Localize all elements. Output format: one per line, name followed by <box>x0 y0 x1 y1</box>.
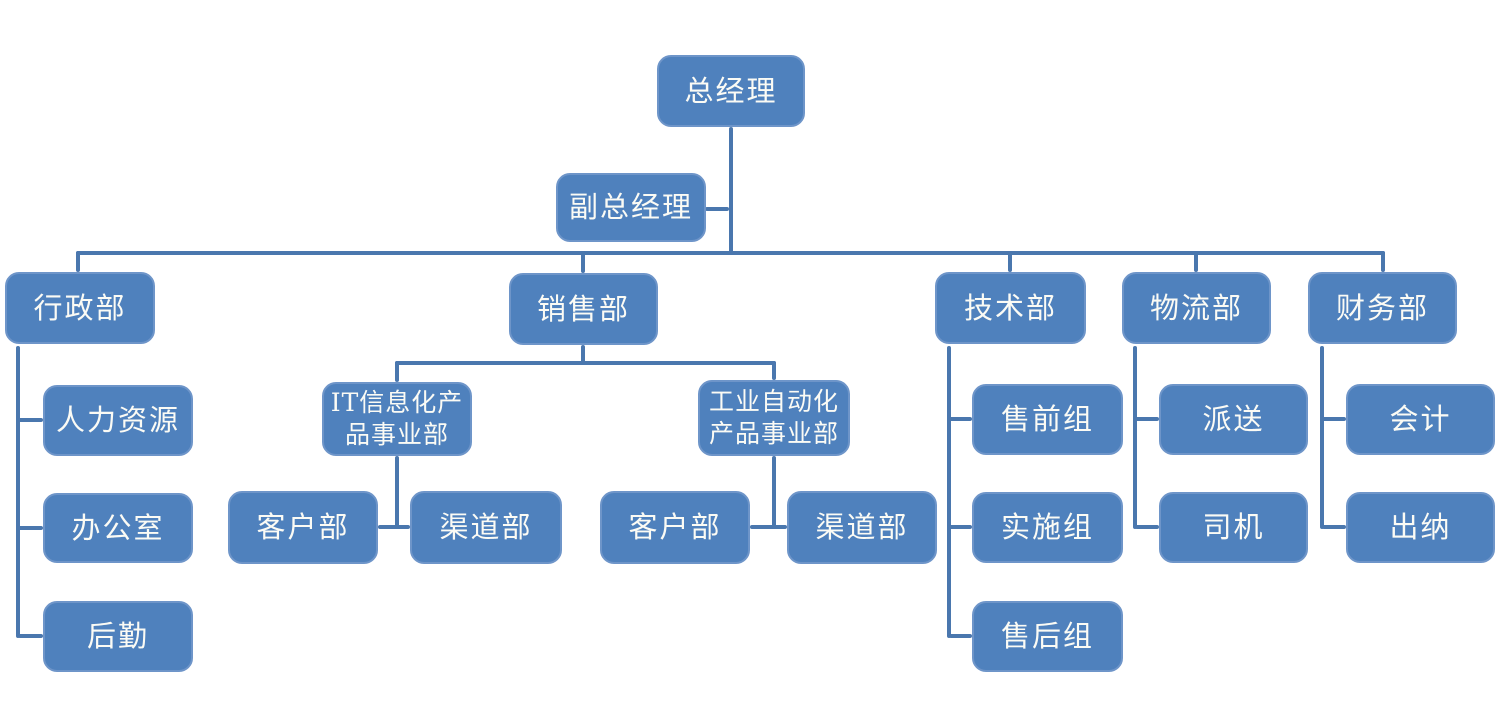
connector-stub-accounting <box>1322 417 1346 421</box>
org-node-admin-dept: 行政部 <box>5 272 155 344</box>
connector-stub-cashier <box>1322 525 1346 529</box>
connector-ia-children-bar <box>750 525 787 529</box>
connector-finance-rail <box>1320 346 1324 529</box>
org-node-label: 出纳 <box>1389 510 1452 545</box>
org-node-driver: 司机 <box>1159 492 1308 563</box>
org-node-label: 财务部 <box>1335 290 1429 325</box>
org-node-it-products-division: IT信息化产 品事业部 <box>322 382 472 456</box>
org-node-presales-group: 售前组 <box>972 384 1123 455</box>
connector-stub-presales <box>949 417 972 421</box>
connector-drop-tech <box>1008 251 1012 272</box>
connector-it-division-down <box>395 456 399 527</box>
org-node-implementation-group: 实施组 <box>972 492 1123 563</box>
org-node-label: 总经理 <box>684 73 778 108</box>
org-node-logistics-dept: 物流部 <box>1122 272 1271 344</box>
org-node-finance-dept: 财务部 <box>1308 272 1457 344</box>
org-node-support: 后勤 <box>43 601 193 672</box>
org-node-industrial-automation-division: 工业自动化 产品事业部 <box>698 380 850 456</box>
org-node-label: 售后组 <box>1000 619 1094 654</box>
org-node-label: 物流部 <box>1149 290 1243 325</box>
org-node-delivery: 派送 <box>1159 384 1308 455</box>
connector-drop-sales <box>581 251 585 273</box>
org-node-label: 会计 <box>1389 402 1452 437</box>
org-node-label: 司机 <box>1202 510 1265 545</box>
org-node-channel-dept-ia: 渠道部 <box>787 491 937 564</box>
org-node-customer-dept-ia: 客户部 <box>600 491 750 564</box>
connector-stub-driver <box>1135 525 1159 529</box>
connector-ia-division-down <box>772 456 776 527</box>
connector-drop-it-division <box>395 361 399 382</box>
connector-drop-finance <box>1381 251 1385 272</box>
org-node-accounting: 会计 <box>1346 384 1495 455</box>
connector-stub-office <box>18 526 43 530</box>
org-node-deputy-general-manager: 副总经理 <box>556 173 706 242</box>
org-node-label: 行政部 <box>33 290 127 325</box>
connector-sales-subline <box>395 361 776 365</box>
org-node-aftersales-group: 售后组 <box>972 601 1123 672</box>
connector-stub-delivery <box>1135 417 1159 421</box>
org-node-label: 客户部 <box>256 510 350 545</box>
connector-logistics-rail <box>1133 346 1137 529</box>
connector-gm-trunk <box>729 127 733 255</box>
org-node-label: 销售部 <box>536 291 630 326</box>
org-node-tech-dept: 技术部 <box>935 272 1086 344</box>
connector-deputy-stub <box>705 207 729 211</box>
connector-stub-implementation <box>949 525 972 529</box>
org-node-label: 技术部 <box>963 290 1057 325</box>
org-node-label: 副总经理 <box>568 190 693 225</box>
org-node-human-resources: 人力资源 <box>43 385 193 456</box>
org-node-label: 售前组 <box>1000 402 1094 437</box>
org-node-label: 后勤 <box>86 619 149 654</box>
org-node-channel-dept-it: 渠道部 <box>410 491 562 564</box>
connector-stub-aftersales <box>949 634 972 638</box>
org-node-label: 客户部 <box>628 510 722 545</box>
org-node-label: 渠道部 <box>439 510 533 545</box>
org-node-general-manager: 总经理 <box>657 55 805 127</box>
connector-main-horizontal <box>76 251 1385 255</box>
connector-drop-ia-division <box>772 361 776 380</box>
connector-tech-rail <box>947 346 951 638</box>
connector-sales-down <box>581 345 585 363</box>
org-node-office: 办公室 <box>43 493 193 563</box>
connector-it-children-bar <box>378 525 410 529</box>
connector-admin-rail <box>16 346 20 638</box>
org-node-label: 派送 <box>1202 402 1265 437</box>
org-node-label: 实施组 <box>1000 510 1094 545</box>
org-node-cashier: 出纳 <box>1346 492 1495 563</box>
org-node-label: IT信息化产 品事业部 <box>330 387 464 450</box>
org-node-label: 工业自动化 产品事业部 <box>708 386 839 449</box>
connector-stub-hr <box>18 418 43 422</box>
connector-drop-admin <box>76 251 80 272</box>
org-node-label: 渠道部 <box>815 510 909 545</box>
connector-drop-logistics <box>1194 251 1198 272</box>
org-node-customer-dept-it: 客户部 <box>228 491 378 564</box>
connector-stub-support <box>18 634 43 638</box>
org-node-label: 办公室 <box>71 510 165 545</box>
org-node-sales-dept: 销售部 <box>509 273 658 345</box>
org-node-label: 人力资源 <box>55 403 180 438</box>
